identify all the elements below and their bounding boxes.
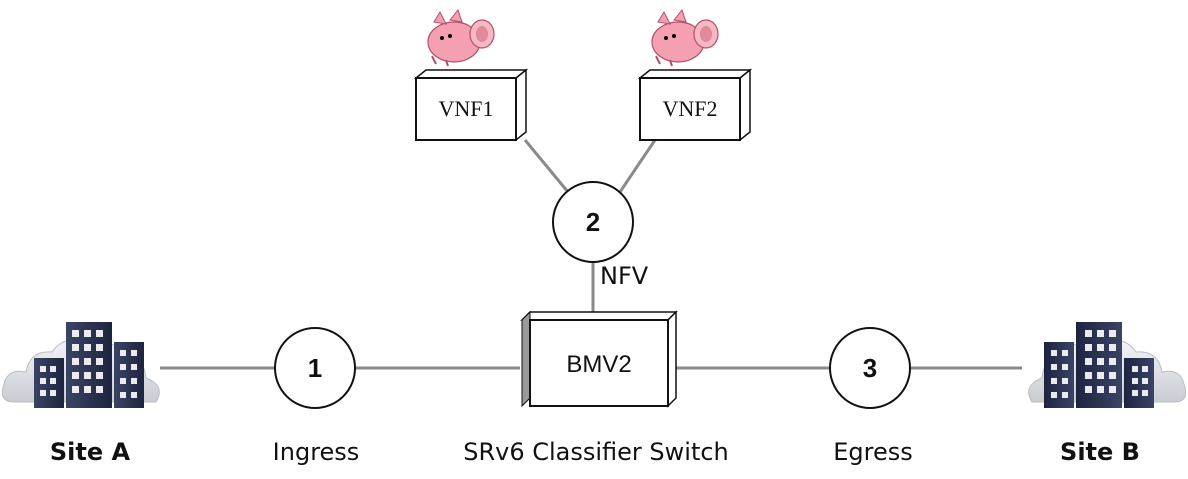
- egress-label: Egress: [833, 438, 913, 466]
- site-b-building-cloud-icon: [1028, 321, 1187, 409]
- site-a-label: Site A: [50, 438, 131, 466]
- ingress-node: 1: [274, 327, 356, 409]
- vnf1-pig-icon: [427, 9, 495, 67]
- link-vnf1-nfv: [523, 139, 570, 193]
- link-vnf2-nfv: [618, 139, 657, 193]
- egress-node-number: 3: [863, 353, 877, 383]
- egress-node: 3: [829, 327, 911, 409]
- nfv-node-number: 2: [586, 207, 600, 237]
- links: [160, 139, 1022, 370]
- bmv2-switch: BMV2: [520, 310, 678, 408]
- vnf1-label: VNF1: [438, 96, 493, 121]
- bmv2-switch-label: BMV2: [566, 351, 631, 378]
- site-b-label: Site B: [1060, 438, 1140, 466]
- vnf2-pig-icon: [651, 9, 719, 67]
- nfv-label: NFV: [600, 262, 649, 290]
- ingress-label: Ingress: [273, 438, 360, 466]
- site-a-building-cloud-icon: [1, 321, 160, 409]
- vnf1-box: VNF1: [413, 68, 529, 142]
- vnf2-box: VNF2: [637, 68, 753, 142]
- vnf2-label: VNF2: [662, 96, 717, 121]
- switch-caption: SRv6 Classifier Switch: [463, 438, 729, 466]
- ingress-node-number: 1: [308, 353, 322, 383]
- nfv-node: 2: [552, 181, 634, 263]
